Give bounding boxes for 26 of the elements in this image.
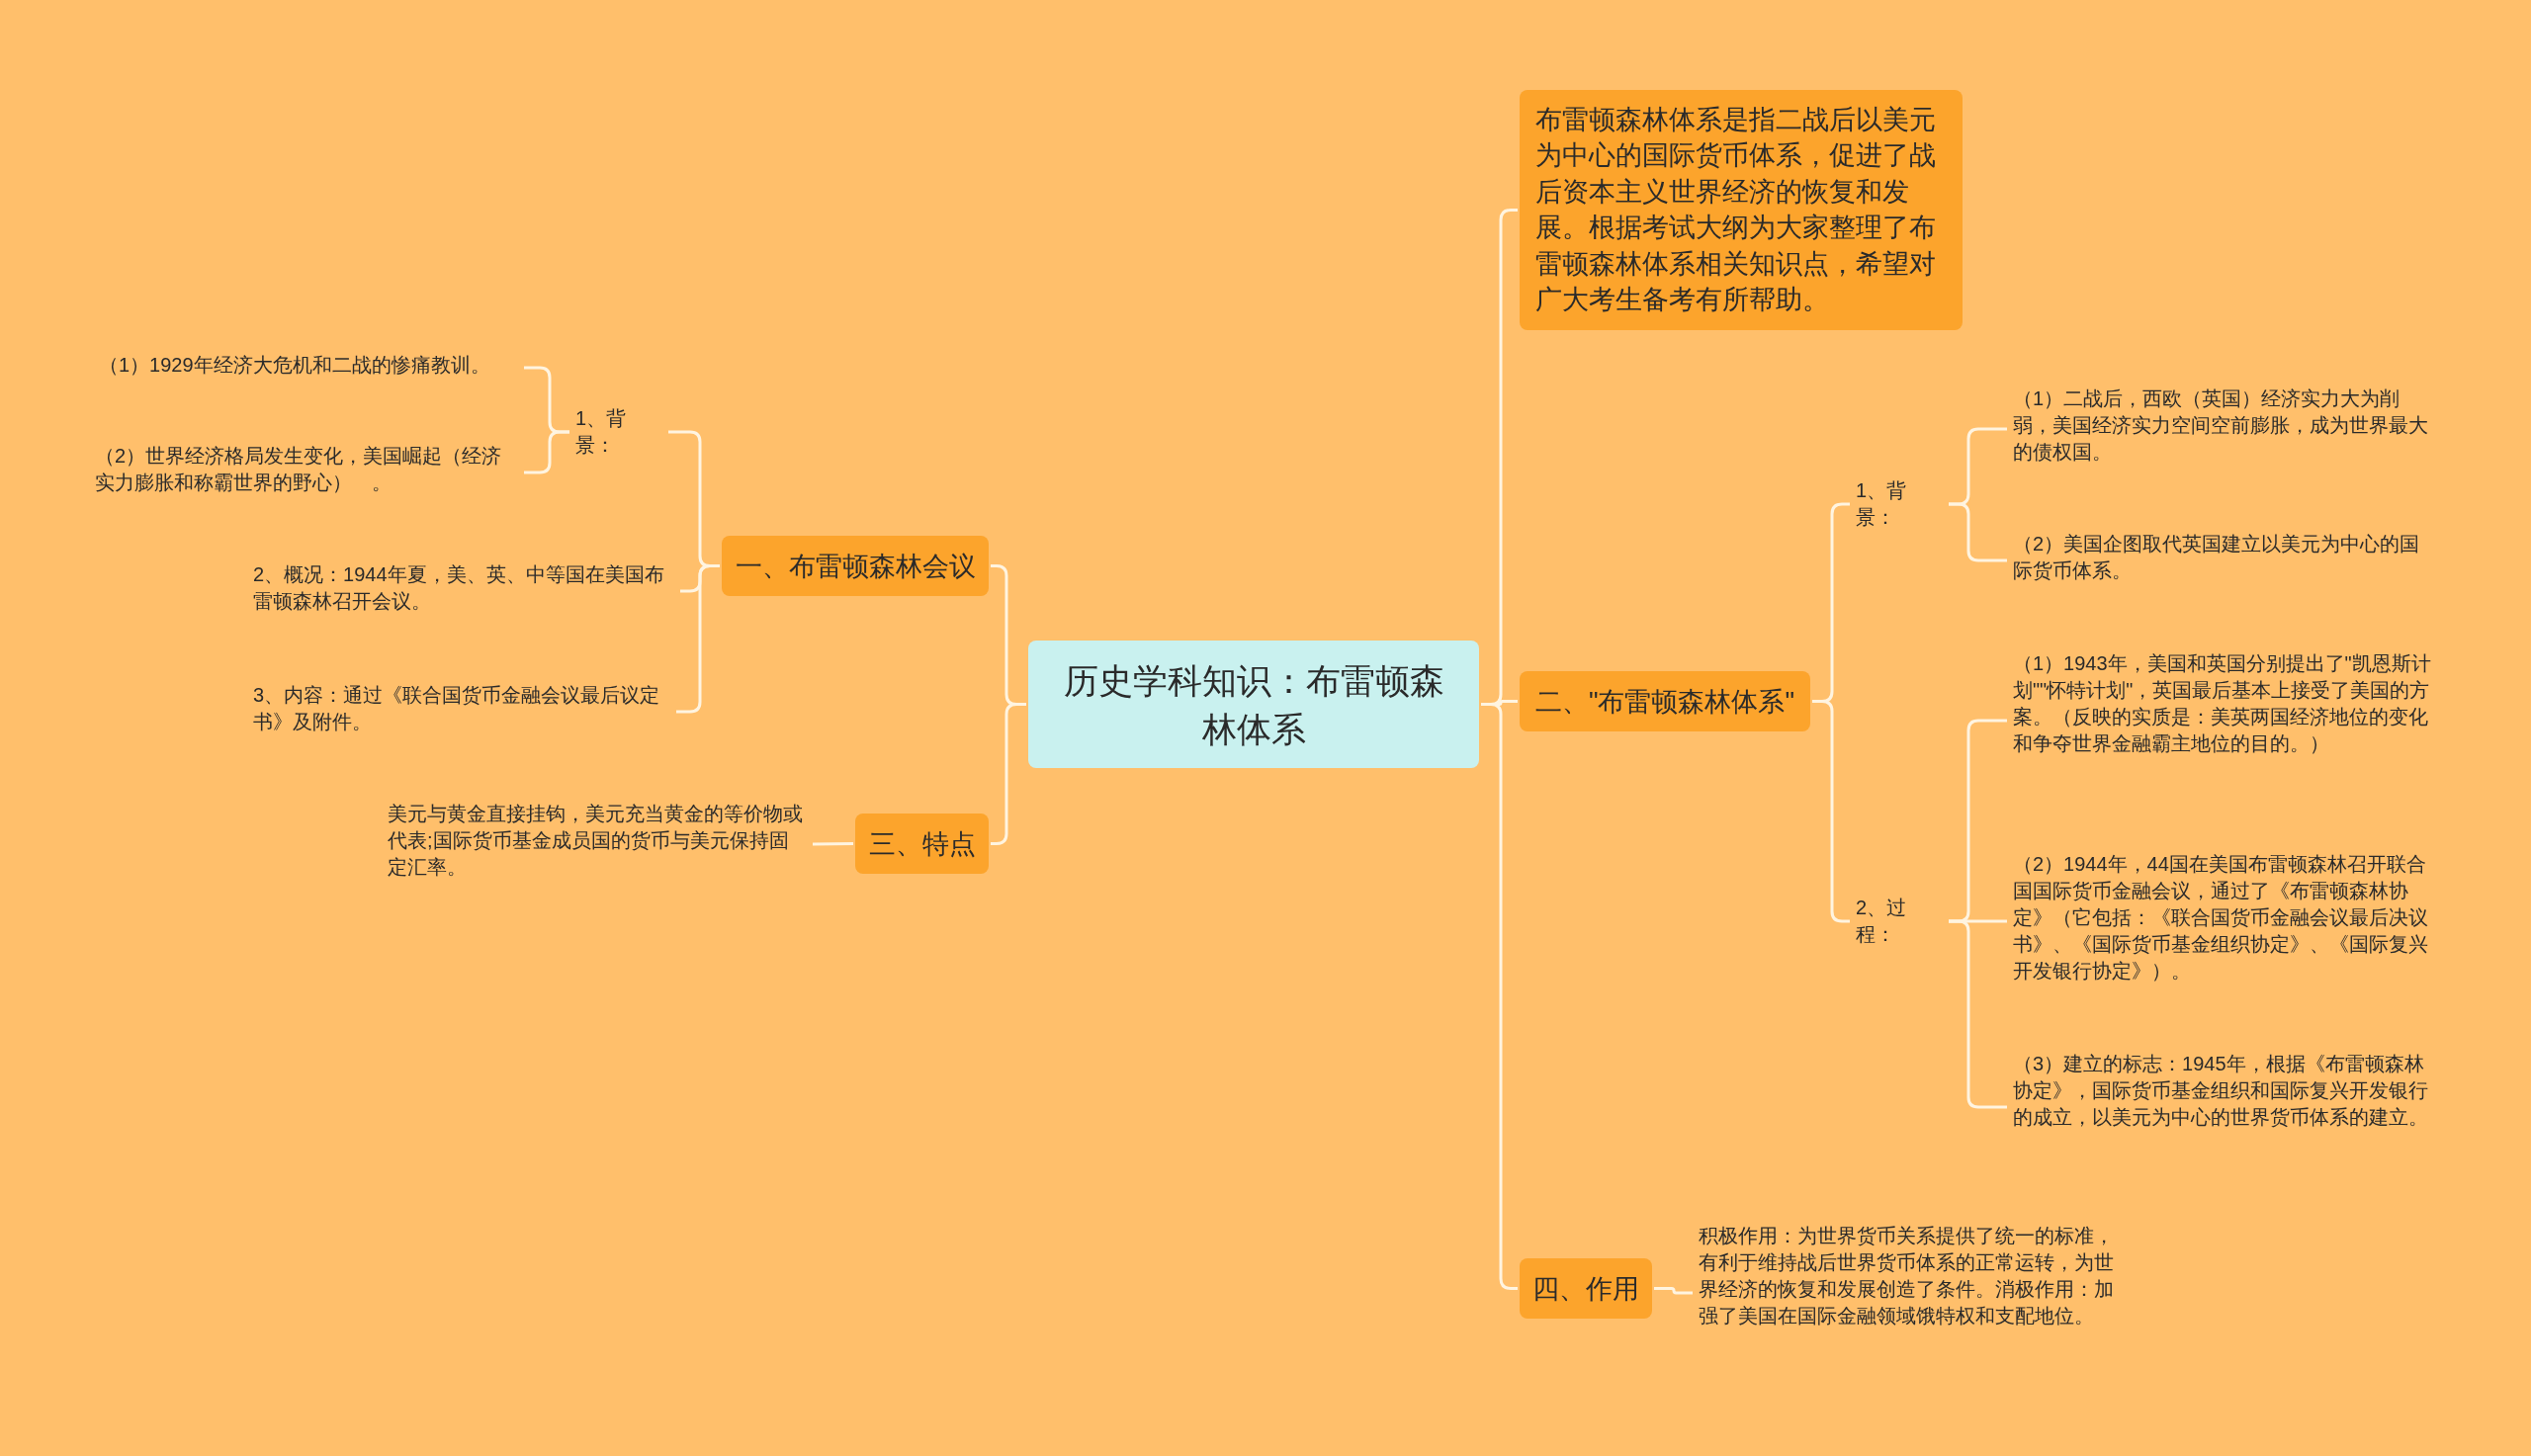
- summary-box: 布雷顿森林体系是指二战后以美元为中心的国际货币体系，促进了战后资本主义世界经济的恢复和发展。根据考试大纲为大家整理了布雷顿森林体系相关知识点，希望对广大考生备考有所帮助。: [1520, 90, 1963, 330]
- topic-box: 二、"布雷顿森林体系": [1520, 671, 1810, 731]
- connector-line: [1949, 502, 2007, 562]
- connector-line: [1949, 919, 2007, 1109]
- connector-line: [1654, 1287, 1693, 1295]
- detail-text: 美元与黄金直接挂钩，美元充当黄金的等价物或代表;国际货币基金成员国的货币与美元保持固定汇率。: [384, 799, 811, 890]
- detail-text: （3）建立的标志：1945年，根据《布雷顿森林协定》，国际货币基金组织和国际复兴开发银行的成立，以美元为中心的世界货币体系的建立。: [2009, 1049, 2440, 1165]
- detail-text: （2）美国企图取代英国建立以美元为中心的国际货币体系。: [2009, 529, 2440, 592]
- detail-text: （1）1943年，美国和英国分别提出了"凯恩斯计划""怀特计划"，英国最后基本上接受了美国的方案。（反映的实质是：美英两国经济地位的变化和争夺世界金融霸主地位的目的。）: [2009, 648, 2440, 793]
- detail-text: 2、概况：1944年夏，美、英、中等国在美国布雷顿森林召开会议。: [249, 559, 678, 623]
- detail-text: （2）1944年，44国在美国布雷顿森林召开联合国国际货币金融会议，通过了《布雷顿森林协定》（它包括：《联合国货币金融会议最后决议书》、《国际货币基金组织协定》、《国际复兴开发银行协定》）。: [2009, 849, 2440, 993]
- subtopic-text: 1、背景：: [1852, 475, 1947, 533]
- subtopic-text: 2、过程：: [1852, 893, 1947, 950]
- topic-box: 一、布雷顿森林会议: [722, 536, 989, 596]
- connector-line: [991, 703, 1026, 845]
- subtopic-text: 1、背景：: [571, 403, 666, 461]
- connector-line: [524, 430, 569, 474]
- root-box: 历史学科知识：布雷顿森林体系: [1028, 641, 1479, 768]
- connector-line: [812, 842, 854, 846]
- topic-box: 四、作用: [1520, 1258, 1652, 1319]
- topic-box: 三、特点: [855, 814, 989, 874]
- detail-text: 积极作用：为世界货币关系提供了统一的标准，有利于维持战后世界货币体系的正常运转，为世界经济的恢复和发展创造了条件。消极作用：加强了美国在国际金融领域饿特权和支配地位。: [1695, 1221, 2130, 1365]
- detail-text: （1）二战后，西欧（英国）经济实力大为削弱，美国经济实力空间空前膨胀，成为世界最大的债权国。: [2009, 384, 2440, 474]
- detail-text: （2）世界经济格局发生变化，美国崛起（经济实力膨胀和称霸世界的野心） 。: [91, 441, 522, 504]
- detail-text: 3、内容：通过《联合国货币金融会议最后议定书》及附件。: [249, 680, 674, 743]
- detail-text: （1）1929年经济大危机和二战的惨痛教训。: [95, 350, 522, 385]
